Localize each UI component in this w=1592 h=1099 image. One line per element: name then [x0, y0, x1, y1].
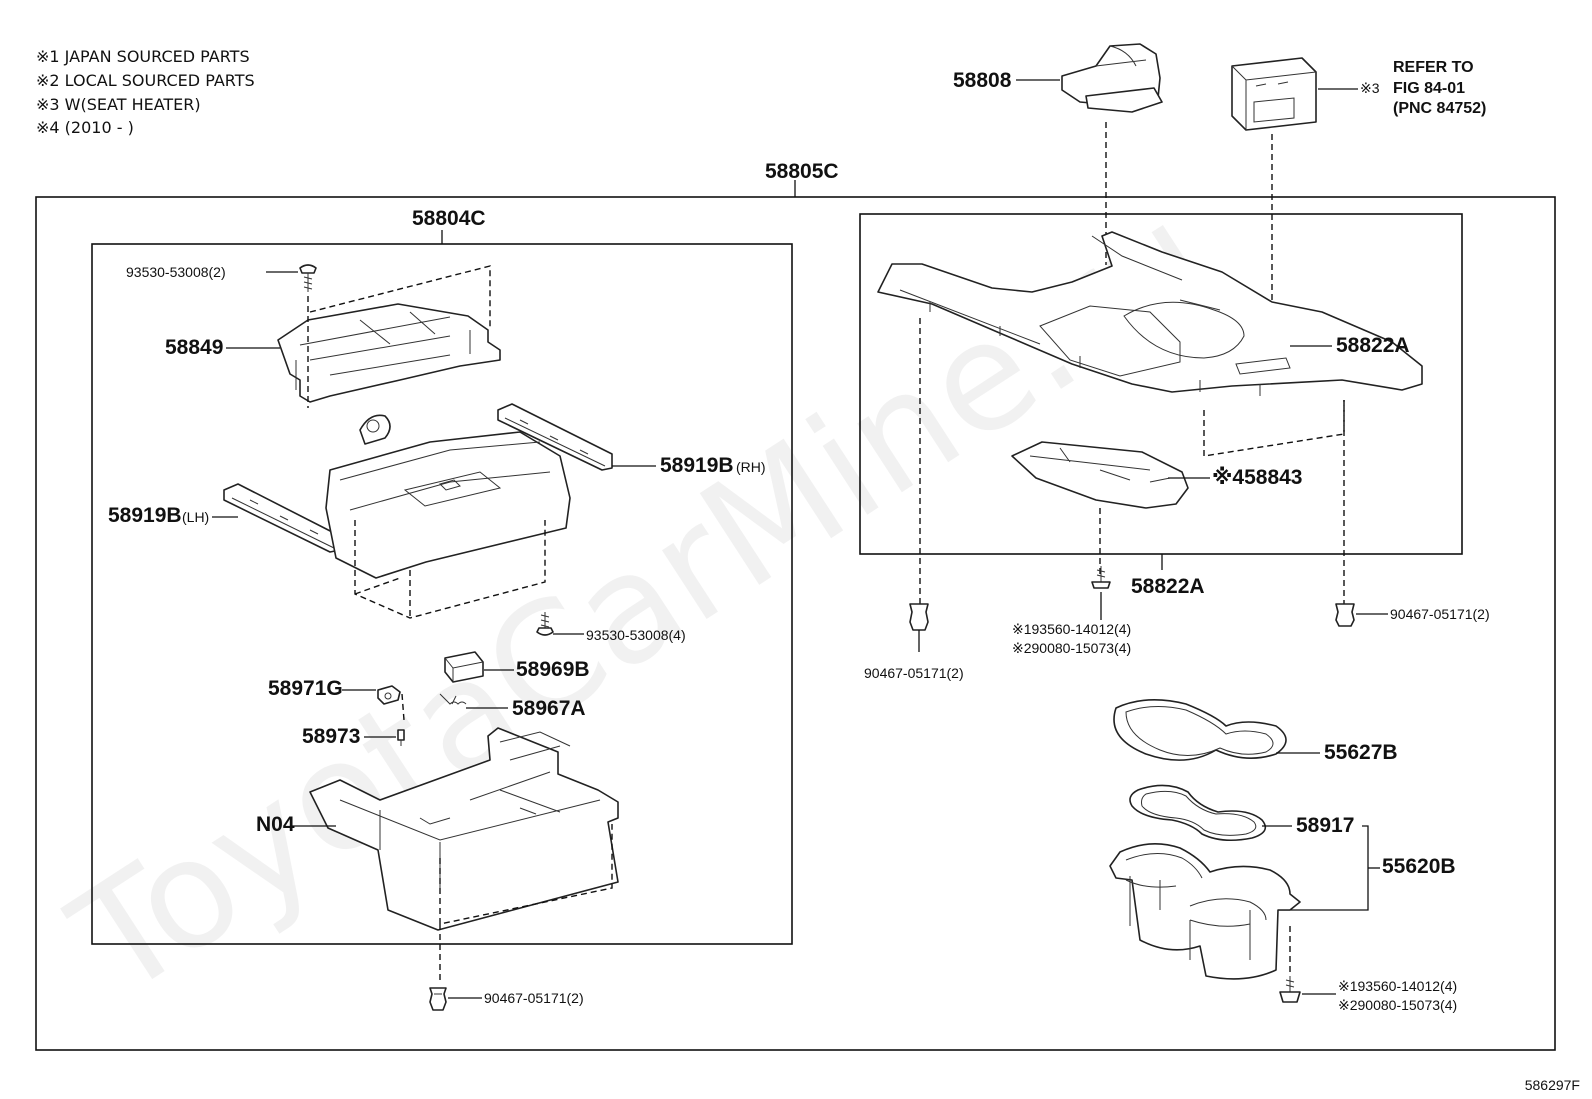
label-bolt-br-1: ※193560-14012(4) — [1338, 978, 1457, 994]
label-58973: 58973 — [302, 725, 360, 748]
part-55620b — [1109, 843, 1301, 980]
bolt-mid — [1091, 566, 1111, 620]
label-refer-line1: REFER TO — [1393, 59, 1474, 76]
label-refer-marker: ※3 — [1360, 80, 1380, 96]
screw-top — [299, 264, 317, 292]
label-58822a-right: 58822A — [1336, 334, 1410, 357]
label-58919b-lh-suffix: (LH) — [182, 509, 209, 525]
part-console-box — [325, 414, 571, 579]
label-clip-right: 90467-05171(2) — [1390, 606, 1490, 622]
label-58805c: 58805C — [765, 160, 839, 183]
screw-bottom — [536, 612, 554, 636]
clip-right — [1335, 603, 1355, 627]
part-58971g — [377, 685, 401, 705]
part-58822a — [877, 231, 1423, 396]
label-58822a-bottom: 58822A — [1131, 575, 1205, 598]
label-58808: 58808 — [953, 69, 1012, 92]
label-refer-line2: FIG 84-01 — [1393, 80, 1465, 97]
label-58971g: 58971G — [268, 677, 343, 700]
label-58919b-lh: 58919B — [108, 504, 182, 527]
part-58917 — [1129, 784, 1267, 842]
note-4: ※4 (2010 - ) — [36, 118, 134, 137]
label-n04: N04 — [256, 813, 295, 836]
note-1: ※1 JAPAN SOURCED PARTS — [36, 47, 250, 66]
label-58919b-rh-suffix: (RH) — [736, 459, 766, 475]
assembly-frame-58822a — [859, 213, 1463, 555]
part-58843 — [1011, 441, 1189, 509]
label-55620b: 55620B — [1382, 855, 1456, 878]
clip-bottom — [429, 987, 447, 1011]
label-55627b: 55627B — [1324, 741, 1398, 764]
label-58804c: 58804C — [412, 207, 486, 230]
figure-code: 586297F — [1525, 1077, 1580, 1093]
label-clip-left: 90467-05171(2) — [864, 665, 964, 681]
bolt-bottom-right — [1279, 976, 1301, 1003]
note-3: ※3 W(SEAT HEATER) — [36, 95, 201, 114]
note-2: ※2 LOCAL SOURCED PARTS — [36, 71, 255, 90]
label-clip-bottom: 90467-05171(2) — [484, 990, 584, 1006]
notes-legend: ※1 JAPAN SOURCED PARTS ※2 LOCAL SOURCED … — [36, 47, 255, 137]
label-bolt-br-2: ※290080-15073(4) — [1338, 997, 1457, 1013]
part-58967a — [439, 693, 467, 705]
label-58919b-rh: 58919B — [660, 454, 734, 477]
part-seat-heater-switch — [1231, 57, 1317, 131]
clip-left — [909, 603, 929, 652]
part-58919b-lh — [223, 483, 341, 553]
part-n04 — [309, 727, 619, 931]
part-58849 — [277, 303, 501, 403]
part-55627b — [1113, 699, 1287, 761]
label-screw-top: 93530-53008(2) — [126, 264, 226, 280]
label-58967a: 58967A — [512, 697, 586, 720]
label-bolt-mid-1: ※193560-14012(4) — [1012, 621, 1131, 637]
part-58969b — [444, 651, 484, 683]
label-refer-line3: (PNC 84752) — [1393, 100, 1486, 117]
part-58973 — [397, 729, 405, 746]
label-bolt-mid-2: ※290080-15073(4) — [1012, 640, 1131, 656]
label-58849: 58849 — [165, 336, 223, 359]
label-58917: 58917 — [1296, 814, 1354, 837]
label-58843: ※458843 — [1212, 466, 1303, 489]
part-58919b-rh — [497, 403, 613, 471]
label-58969b: 58969B — [516, 658, 590, 681]
part-58808 — [1061, 43, 1163, 113]
label-screw-bottom: 93530-53008(4) — [586, 627, 686, 643]
